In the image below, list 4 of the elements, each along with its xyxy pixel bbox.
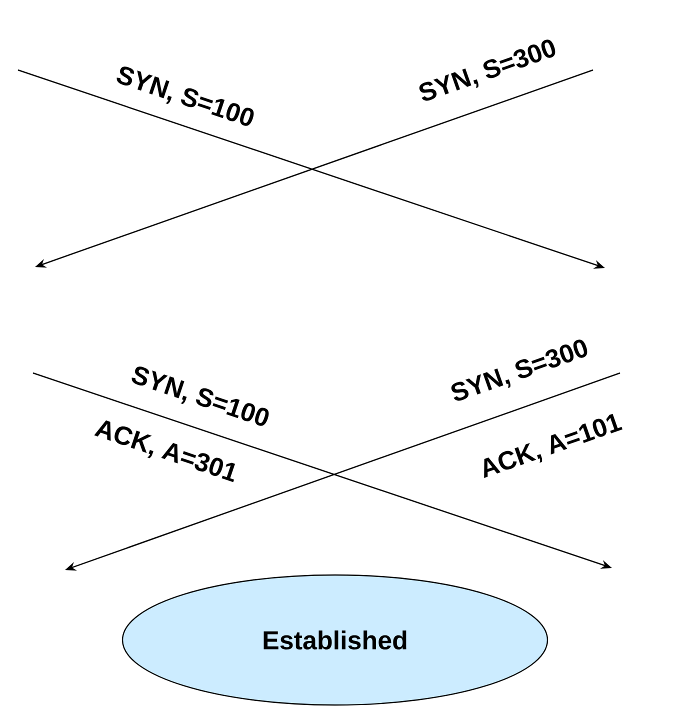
message-label: ACK, A=101 <box>484 414 622 478</box>
message-label: SYN, S=300 <box>451 340 588 401</box>
message-label: SYN, S=100 <box>116 66 254 126</box>
message-label: SYN, S=300 <box>419 40 556 101</box>
